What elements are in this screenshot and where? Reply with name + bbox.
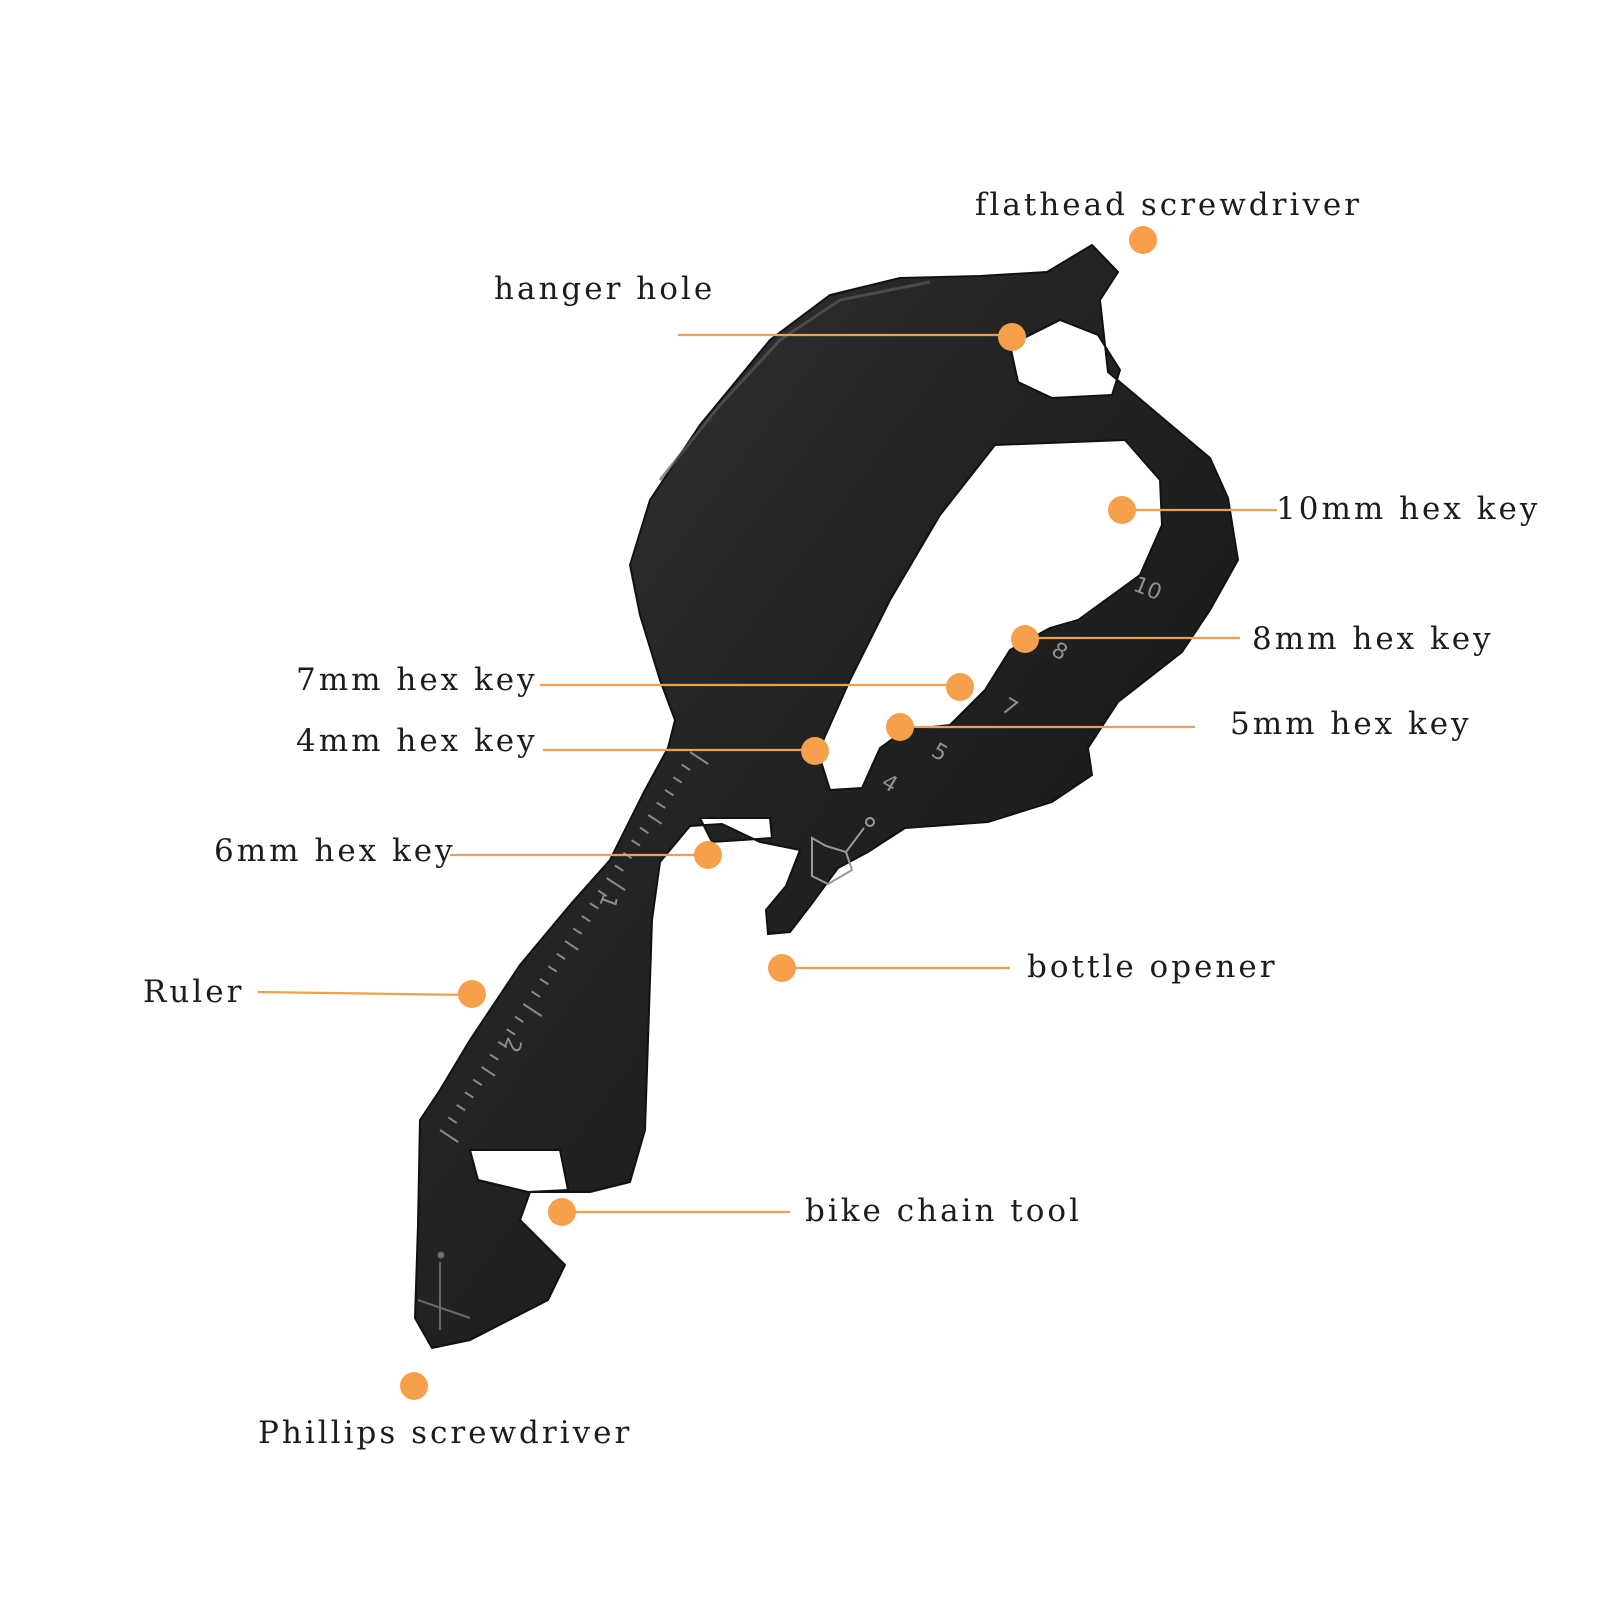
label-7mm-hex-key: 7mm hex key [296, 662, 538, 698]
label-phillips-screwdriver: Phillips screwdriver [258, 1415, 633, 1451]
ruler-tick [481, 1066, 496, 1077]
marker-hex10 [1108, 496, 1136, 524]
ruler-tick [472, 1078, 483, 1086]
label-10mm-hex-key: 10mm hex key [1276, 491, 1541, 527]
ruler-tick [597, 889, 608, 897]
label-6mm-hex-key: 6mm hex key [214, 833, 456, 869]
body-highlight [658, 280, 931, 481]
marker-hex5 [886, 713, 914, 741]
label-ruler: Ruler [143, 974, 245, 1010]
label-5mm-hex-key: 5mm hex key [1230, 706, 1472, 742]
label-bike-chain-tool: bike chain tool [805, 1193, 1082, 1229]
phillips-tip-detail [417, 1251, 471, 1330]
callout-markers [400, 226, 1157, 1400]
ruler-tick [506, 1028, 516, 1036]
ruler-tick [581, 914, 591, 923]
ruler-tick [689, 751, 709, 765]
label-8mm-hex-key: 8mm hex key [1252, 621, 1494, 657]
marker-bottle [768, 954, 796, 982]
ruler-tick [556, 952, 566, 960]
ruler-tick [539, 977, 549, 986]
ruler-tick [656, 801, 666, 809]
ruler-tick [664, 788, 674, 797]
ruler-tick [639, 826, 649, 834]
ruler-tick [672, 776, 683, 784]
ruler-tick [439, 1129, 459, 1143]
label-hanger-hole: hanger hole [494, 271, 716, 307]
ruler-tick [647, 814, 663, 825]
ruler-tick [531, 990, 541, 998]
marker-ruler [458, 980, 486, 1008]
marker-hanger [998, 323, 1026, 351]
ruler-tick [614, 864, 624, 872]
label-4mm-hex-key: 4mm hex key [296, 723, 538, 759]
ruler-tick [464, 1091, 474, 1099]
ruler-tick [489, 1053, 499, 1061]
ruler-tick [589, 902, 599, 910]
ruler-tick [447, 1116, 458, 1124]
ruler-tick [497, 1040, 508, 1049]
ruler-tick [547, 965, 558, 973]
marker-hex8 [1011, 625, 1039, 653]
marker-hex6 [694, 841, 722, 869]
marker-flathead [1129, 226, 1157, 254]
marker-phillips [400, 1372, 428, 1400]
ruler-tick [564, 940, 579, 951]
ruler-scale [439, 751, 709, 1143]
ruler-tick [606, 877, 626, 891]
leader-ruler [257, 990, 473, 997]
ruler-tick [514, 1015, 524, 1023]
bottle-engraving-icon [811, 817, 875, 886]
leader-lines [257, 333, 1277, 1214]
marker-hex7 [946, 673, 974, 701]
multitool-body [413, 243, 1240, 1350]
ruler-tick [456, 1103, 466, 1112]
marker-hex4 [801, 737, 829, 765]
ruler-tick [522, 1003, 543, 1017]
ruler-tick [681, 763, 691, 771]
label-flathead-screwdriver: flathead screwdriver [975, 187, 1363, 223]
marker-chain [548, 1198, 576, 1226]
ruler-tick [631, 839, 641, 847]
label-bottle-opener: bottle opener [1027, 949, 1278, 985]
ruler-tick [572, 927, 583, 935]
